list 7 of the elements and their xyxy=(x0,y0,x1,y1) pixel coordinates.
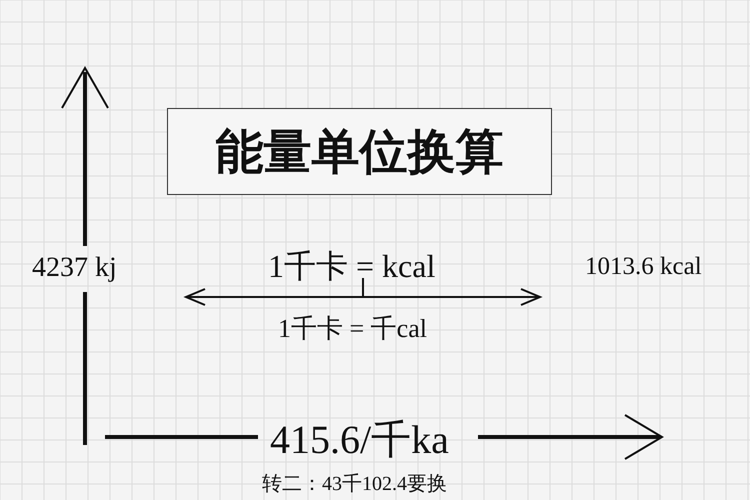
formula-text: 4237 kj xyxy=(32,254,117,282)
formula-text: 1千卡 = 千cal xyxy=(278,316,427,342)
formula-text: 转二：43千102.4要换 xyxy=(262,474,447,494)
formula-text: 1千卡 = kcal xyxy=(268,250,436,282)
formula-text: 1013.6 kcal xyxy=(585,254,702,279)
title-box: 能量单位换算 xyxy=(167,108,552,195)
axis-label: 415.6/千ka xyxy=(270,420,449,460)
